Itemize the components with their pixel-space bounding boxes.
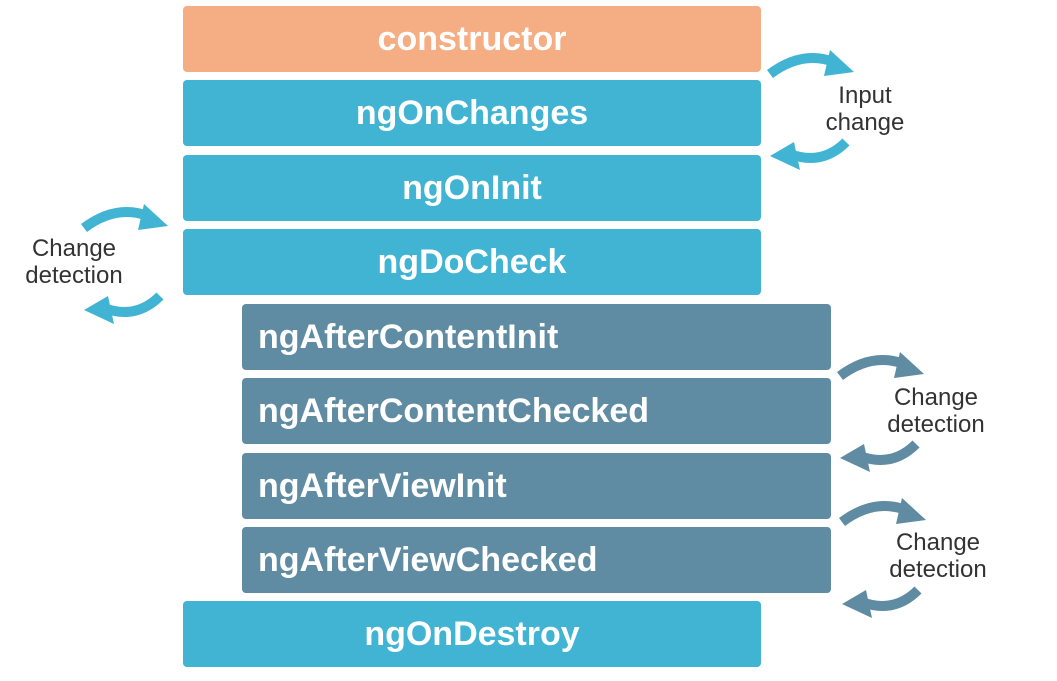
cycle-label-line1: Change bbox=[31, 235, 117, 262]
hook-ngafterviewchecked: ngAfterViewChecked bbox=[242, 527, 831, 593]
circular-arrows-icon bbox=[837, 352, 924, 472]
cycle-label-line2: detection bbox=[889, 556, 987, 583]
hook-ngdocheck: ngDoCheck bbox=[183, 229, 761, 295]
cycle-label-line1: Change bbox=[895, 529, 981, 556]
hook-label: ngOnChanges bbox=[355, 93, 589, 132]
cycle-label-input-change: Input change bbox=[810, 82, 920, 136]
hook-ngoninit: ngOnInit bbox=[183, 155, 761, 221]
circular-arrows-icon bbox=[839, 498, 926, 618]
hook-constructor: constructor bbox=[183, 6, 761, 72]
cycle-label-line2: detection bbox=[887, 411, 985, 438]
hook-label: ngDoCheck bbox=[377, 242, 567, 281]
circular-arrows-icon bbox=[767, 50, 854, 170]
cycle-label-line2: change bbox=[825, 109, 905, 136]
cycle-label-change-detection: Change detection bbox=[12, 235, 136, 289]
cycle-label-line1: Input bbox=[838, 82, 892, 109]
cycle-label-line1: Change bbox=[893, 384, 979, 411]
hook-label: ngOnDestroy bbox=[364, 614, 580, 653]
hook-ngondestroy: ngOnDestroy bbox=[183, 601, 761, 667]
hook-ngaftercontentinit: ngAfterContentInit bbox=[242, 304, 831, 370]
cycle-label-change-detection: Change detection bbox=[876, 529, 1000, 583]
hook-label: ngAfterContentInit bbox=[258, 317, 559, 356]
hook-label: ngAfterContentChecked bbox=[258, 391, 650, 430]
hook-label: ngAfterViewInit bbox=[258, 466, 507, 505]
hook-ngonchanges: ngOnChanges bbox=[183, 80, 761, 146]
hook-label: constructor bbox=[377, 19, 567, 58]
cycle-label-line2: detection bbox=[25, 262, 123, 289]
hook-label: ngAfterViewChecked bbox=[258, 540, 598, 579]
hook-ngafterviewinit: ngAfterViewInit bbox=[242, 453, 831, 519]
hook-label: ngOnInit bbox=[402, 168, 542, 207]
cycle-label-change-detection: Change detection bbox=[874, 384, 998, 438]
hook-ngaftercontentchecked: ngAfterContentChecked bbox=[242, 378, 831, 444]
circular-arrows-icon bbox=[81, 204, 168, 324]
